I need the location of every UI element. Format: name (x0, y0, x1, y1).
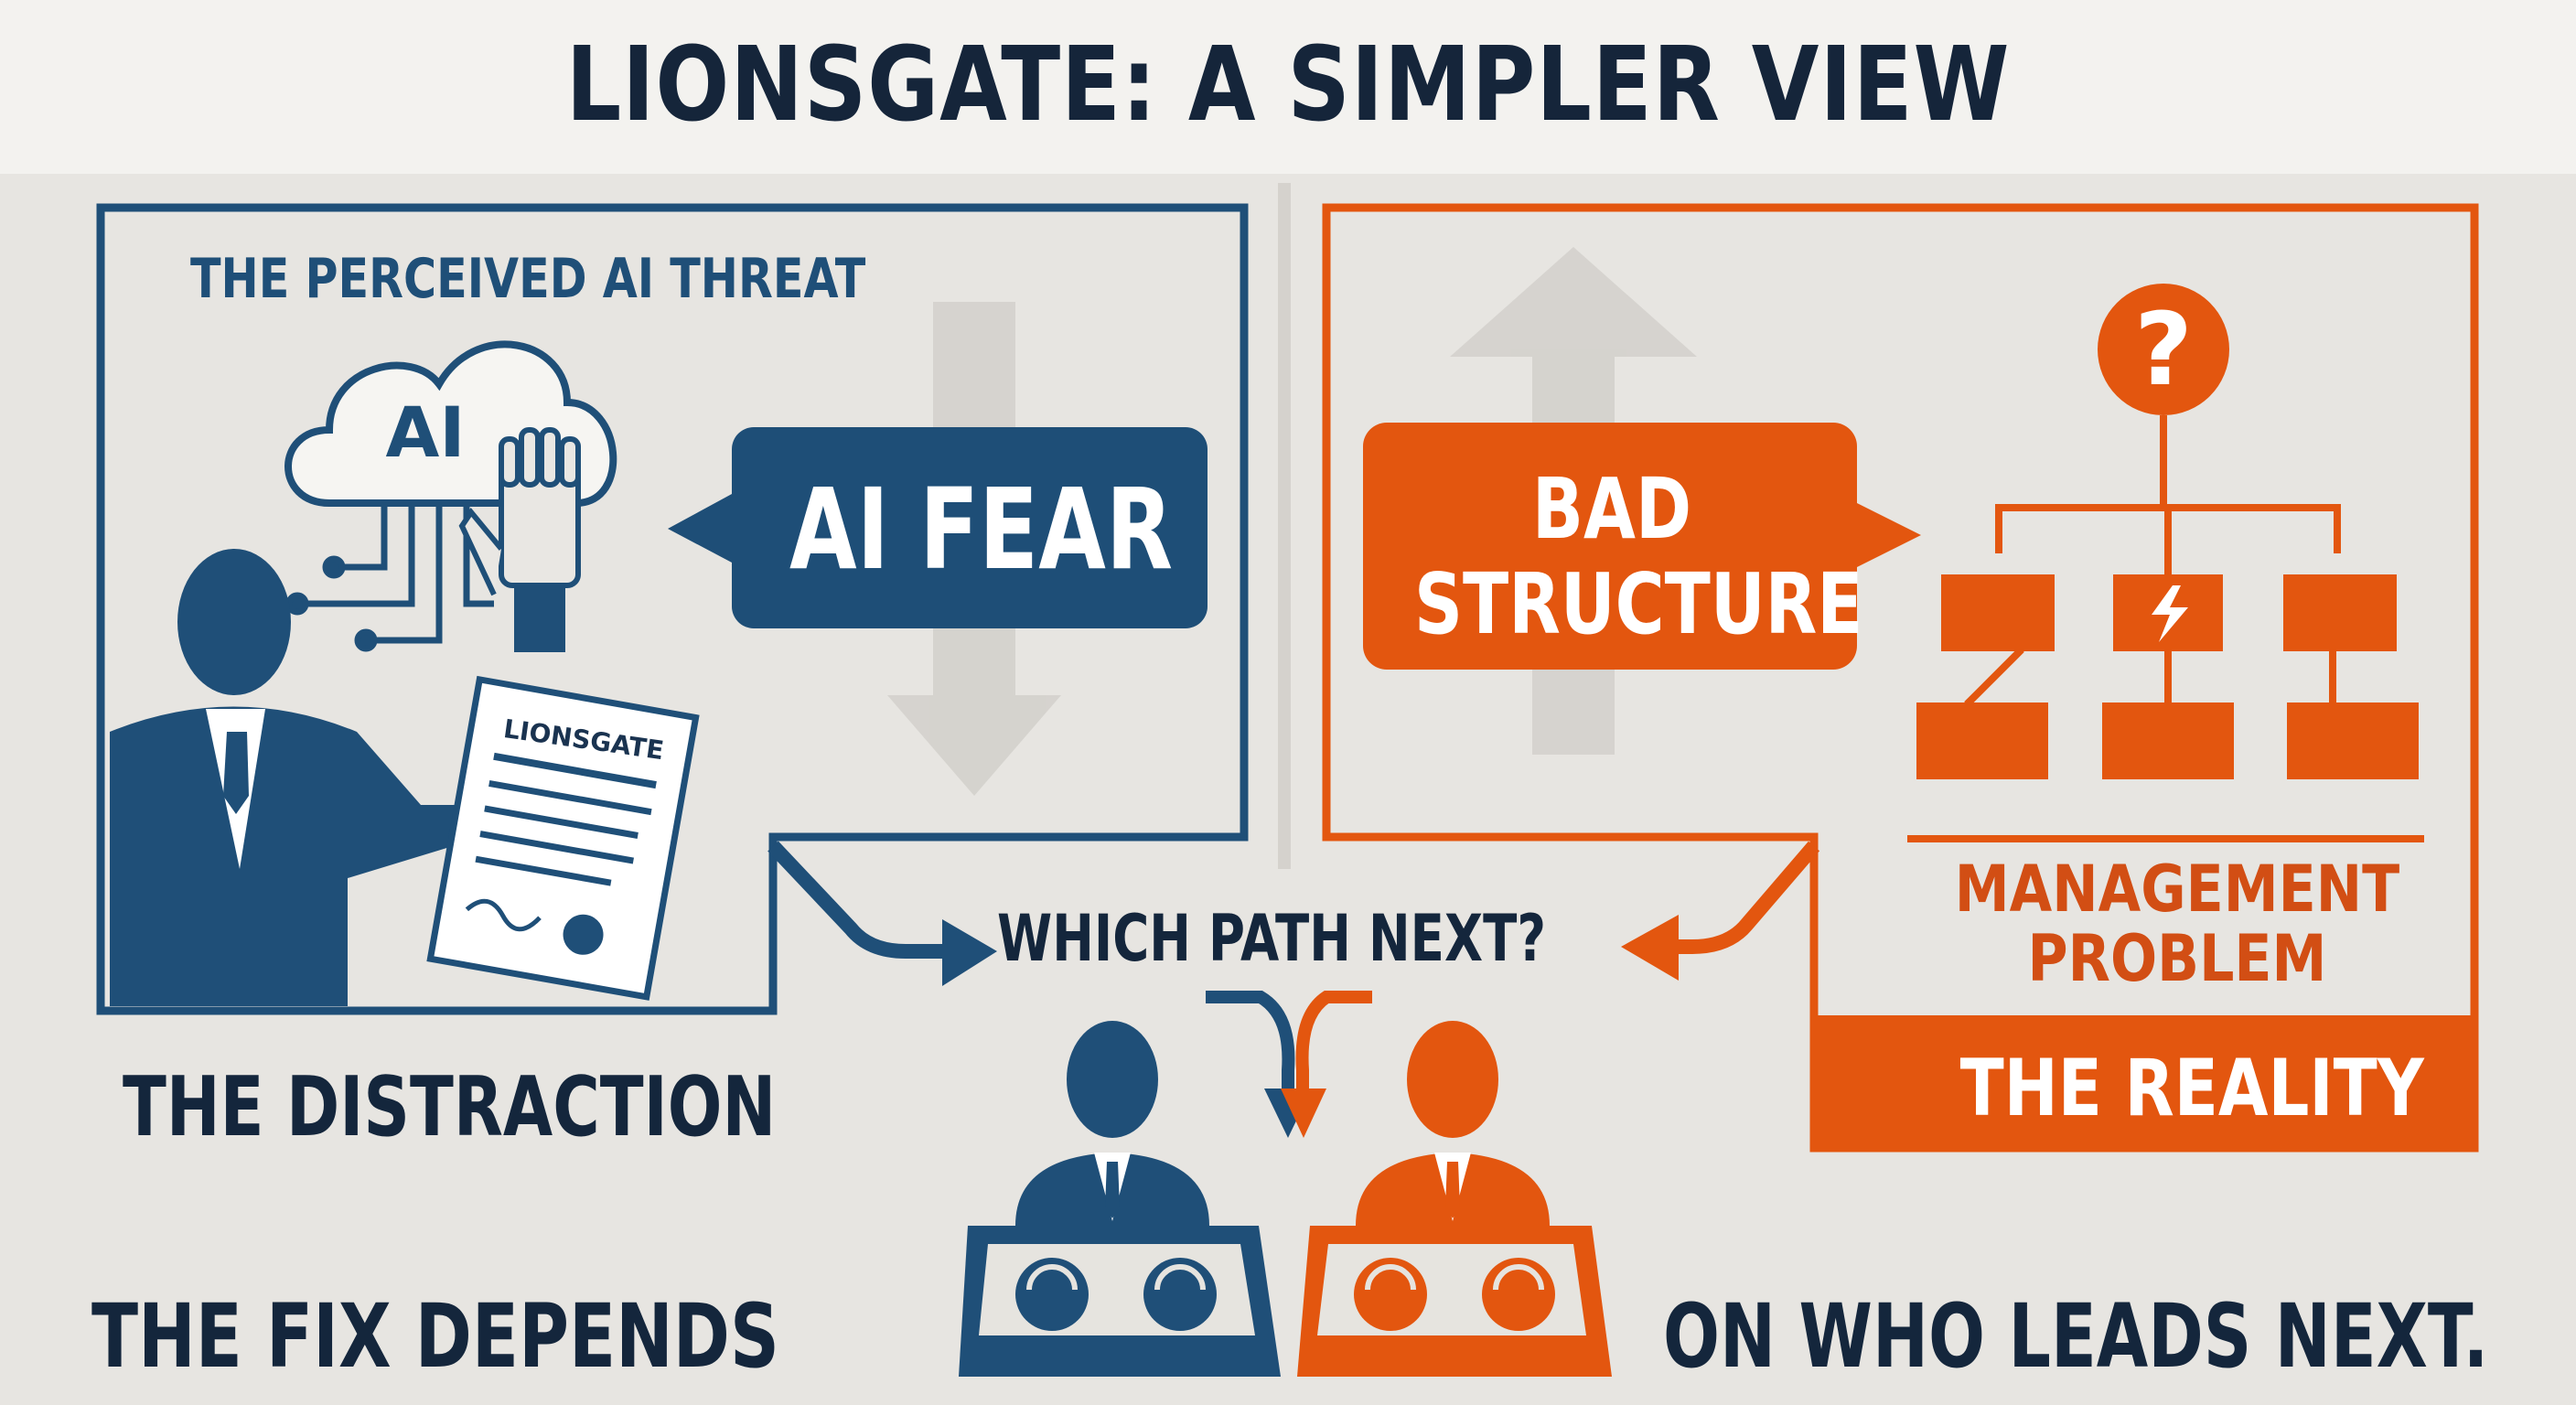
org-chart-icon (1907, 415, 2424, 842)
right-arrowhead (1621, 915, 1679, 981)
leader-orange-silhouette (1356, 1021, 1550, 1226)
left-panel-frame (96, 203, 1249, 1015)
cloud-ai-label: AI (385, 391, 466, 473)
reality-caption: THE REALITY (1959, 1043, 2424, 1134)
left-path-arrow (767, 841, 951, 959)
question-mark-text: ? (2134, 291, 2193, 408)
robot-hand-icon (458, 427, 581, 652)
distraction-caption: THE DISTRACTION (123, 1059, 777, 1155)
footer-left-text: THE FIX DEPENDS (91, 1285, 779, 1388)
leader-blue-silhouette (1015, 1021, 1209, 1226)
fork-arrow-blue (1206, 991, 1295, 1107)
bad-structure-callout (1363, 423, 1921, 670)
fork-arrow-orange (1295, 991, 1372, 1107)
ai-fear-label: AI FEAR (789, 465, 1174, 595)
org-chart-boxes (1916, 574, 2419, 779)
console-orange (1297, 1226, 1612, 1377)
perceived-threat-heading: THE PERCEIVED AI THREAT (190, 247, 866, 311)
executive-silhouette-blue (110, 549, 457, 1006)
which-path-question: WHICH PATH NEXT? (997, 901, 1546, 976)
console-blue (959, 1226, 1281, 1377)
header-band (0, 0, 2576, 174)
contract-document-icon (426, 675, 700, 1001)
ai-fear-callout (668, 427, 1208, 628)
left-arrowhead (942, 919, 997, 986)
footer-right-text: ON WHO LEADS NEXT. (1663, 1285, 2489, 1388)
question-mark-icon (2098, 284, 2229, 415)
page-title: LIONSGATE: A SIMPLER VIEW (565, 26, 2011, 145)
right-path-arrow (1665, 841, 1820, 954)
reality-banner (1814, 1015, 2474, 1148)
